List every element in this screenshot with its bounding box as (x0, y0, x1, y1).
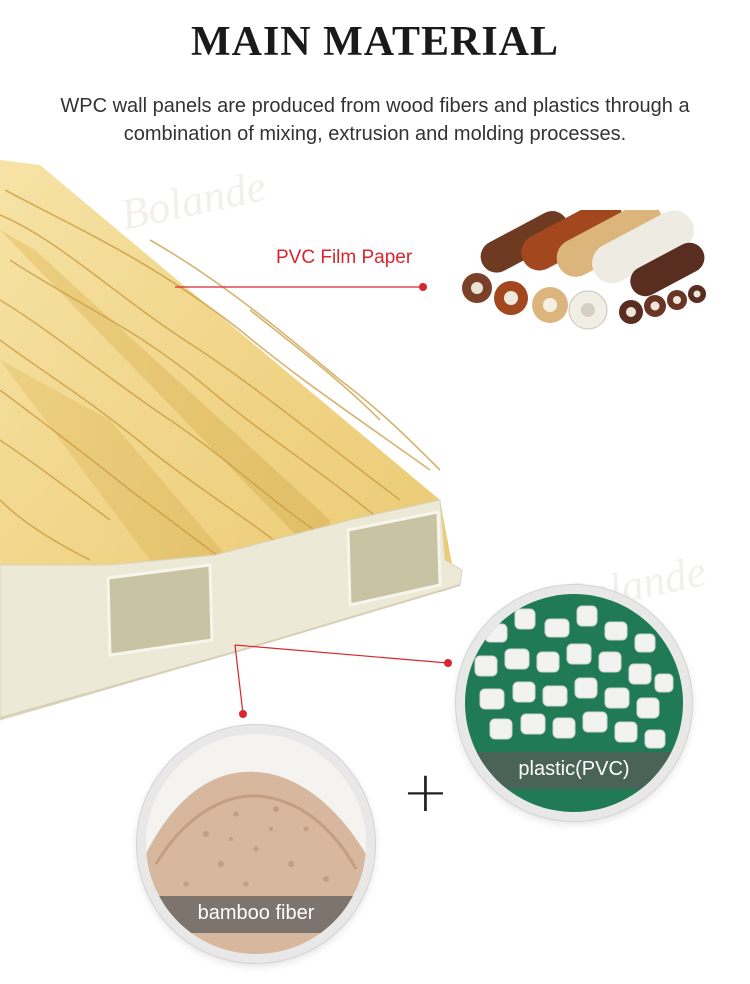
wpc-panel-illustration (0, 160, 463, 721)
pvc-film-paper-label: PVC Film Paper (276, 247, 413, 268)
bamboo-fiber-label: bamboo fiber (146, 896, 366, 933)
page-title: MAIN MATERIAL (190, 19, 560, 65)
page-description: WPC wall panels are produced from wood f… (60, 95, 690, 145)
plastic-pvc-circle: plastic(PVC) (456, 585, 692, 821)
plus-icon: + (402, 760, 449, 825)
film-roll-icon (462, 210, 706, 330)
plastic-pvc-label: plastic(PVC) (465, 752, 683, 789)
bamboo-fiber-circle: bamboo fiber (137, 725, 375, 963)
